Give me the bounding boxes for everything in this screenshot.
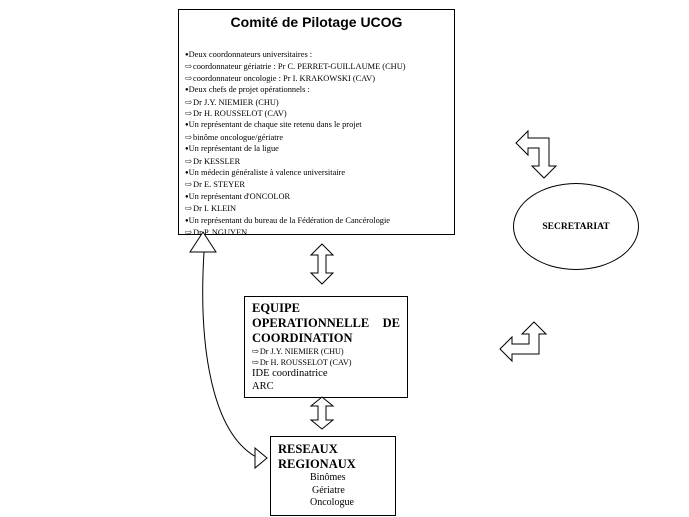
comite-bullet-line: Deux coordonnateurs universitaires : xyxy=(185,49,454,61)
secretariat-label: SECRETARIAT xyxy=(542,221,610,232)
comite-member-line: Dr P. NGUYEN xyxy=(185,227,454,234)
comite-pilotage-box: Comité de Pilotage UCOG Deux coordonnate… xyxy=(178,9,455,235)
comite-member-line: Dr H. ROUSSELOT (CAV) xyxy=(185,108,454,119)
double-arrow-equipe-reseaux xyxy=(309,396,335,430)
comite-member-line: Dr E. STEYER xyxy=(185,179,454,190)
comite-bullet-line: Deux chefs de projet opérationnels : xyxy=(185,84,454,96)
comite-bullet-line: Un médecin généraliste à valence univers… xyxy=(185,167,454,179)
equipe-role: ARC xyxy=(252,380,274,392)
secretariat-ellipse: SECRETARIAT xyxy=(513,183,639,270)
equipe-title-line1: EQUIPE xyxy=(252,301,300,315)
comite-bullet-line: Un représentant de chaque site retenu da… xyxy=(185,119,454,131)
equipe-operationnelle-box: EQUIPE OPERATIONNELLE DE COORDINATION Dr… xyxy=(244,296,408,398)
equipe-title-line2-b: DE xyxy=(382,316,400,330)
reseaux-item: Gériatre xyxy=(312,484,345,496)
equipe-title-line2-a: OPERATIONNELLE xyxy=(252,316,370,330)
comite-bullet-line: Un représentant du bureau de la Fédérati… xyxy=(185,215,454,227)
equipe-role: IDE coordinatrice xyxy=(252,368,328,379)
comite-bullet-line: Un représentant de la ligue xyxy=(185,143,454,155)
bent-arrow-equipe-secretariat xyxy=(499,321,548,363)
comite-member-line: coordonnateur oncologie : Pr I. KRAKOWSK… xyxy=(185,73,454,84)
reseaux-title-line2: REGIONAUX xyxy=(278,457,356,471)
comite-title: Comité de Pilotage UCOG xyxy=(230,14,403,30)
comite-member-line: Dr J.Y. NIEMIER (CHU) xyxy=(185,97,454,108)
comite-member-line: binôme oncologue/gériatre xyxy=(185,132,454,143)
reseaux-title-line1: RESEAUX xyxy=(278,442,338,456)
reseaux-item: Oncologue xyxy=(310,497,354,508)
equipe-member: Dr J.Y. NIEMIER (CHU) xyxy=(252,346,400,357)
reseaux-item: Binômes xyxy=(310,472,346,483)
comite-member-line: coordonnateur gériatrie : Pr C. PERRET-G… xyxy=(185,61,454,72)
comite-bullet-line: Un représentant d'ONCOLOR xyxy=(185,191,454,203)
comite-member-line: Dr KESSLER xyxy=(185,156,454,167)
comite-member-list: Deux coordonnateurs universitaires :coor… xyxy=(179,49,454,234)
reseaux-regionaux-box: RESEAUX REGIONAUX Binômes Gériatre Oncol… xyxy=(270,436,396,516)
comite-member-line: Dr I. KLEIN xyxy=(185,203,454,214)
bent-arrow-comite-secretariat xyxy=(515,129,558,179)
equipe-title-line3: COORDINATION xyxy=(252,331,353,345)
double-arrow-comite-equipe xyxy=(309,243,335,285)
equipe-title-line2: OPERATIONNELLE DE xyxy=(252,316,400,331)
curved-connector-reseaux-comite xyxy=(189,231,268,470)
equipe-member: Dr H. ROUSSELOT (CAV) xyxy=(252,357,400,368)
